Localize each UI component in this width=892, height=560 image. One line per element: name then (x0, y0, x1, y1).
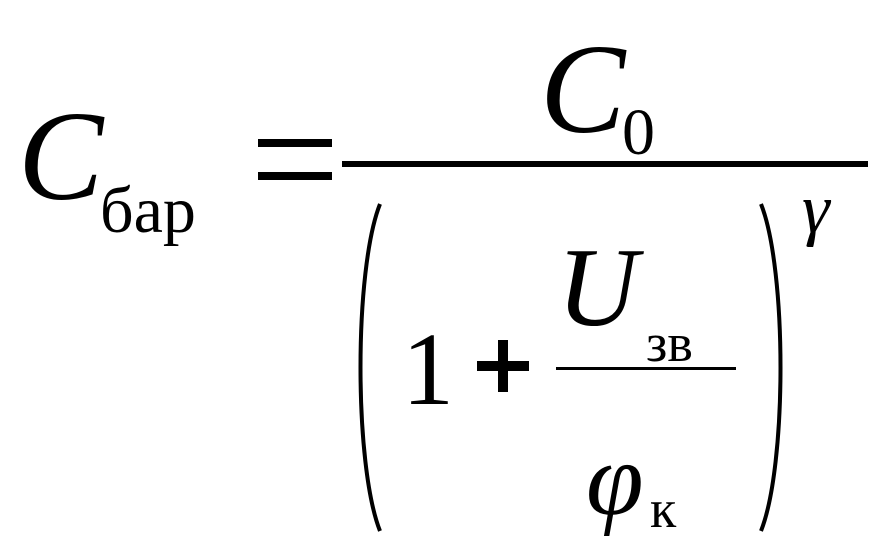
equals-sign-bottom-bar (258, 172, 332, 180)
numerator-symbol: C (540, 18, 626, 160)
inner-fraction-bar (556, 367, 736, 370)
numerator-subscript: 0 (622, 96, 655, 169)
plus-sign-vertical (498, 340, 508, 392)
term-one: 1 (402, 312, 454, 427)
inner-numerator-symbol: U (557, 226, 638, 350)
main-fraction-bar (342, 161, 868, 167)
inner-denominator-symbol: φ (586, 422, 644, 537)
inner-denominator-subscript: к (650, 479, 677, 539)
inner-numerator-subscript: зв (646, 313, 693, 373)
lhs-subscript: бар (100, 174, 196, 247)
exponent-gamma: γ (802, 171, 830, 248)
right-parenthesis (759, 203, 783, 532)
equals-sign-top-bar (258, 139, 332, 147)
lhs-symbol: C (18, 85, 104, 227)
left-parenthesis (358, 203, 382, 532)
